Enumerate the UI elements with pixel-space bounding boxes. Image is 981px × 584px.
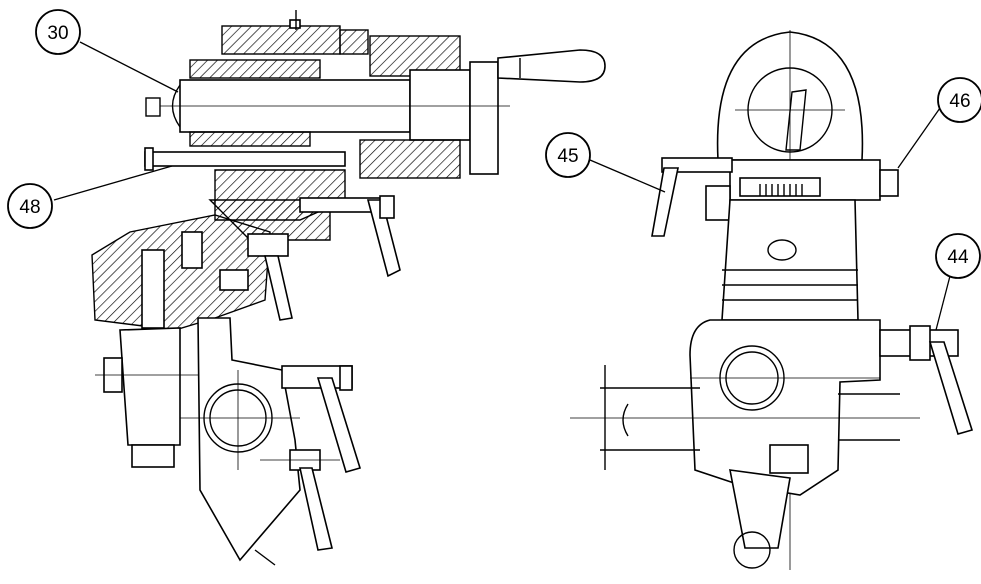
callout-44-label: 44 [947,247,969,268]
knob-46 [879,169,899,197]
callout-48-label: 48 [19,197,40,218]
lower-clamp [689,319,881,496]
scale-ticks [759,184,803,196]
top-housing [221,25,341,55]
central-body [721,199,859,321]
callout-30: 30 [35,9,179,93]
callout-45-label: 45 [557,146,578,167]
clamping-rod [144,151,346,167]
callout-48: 48 [7,165,173,229]
bottom-pin [733,531,771,569]
front-view [570,30,974,570]
arm-body [91,214,271,331]
lever-handle-top [497,49,606,83]
callout-44: 44 [935,233,981,331]
callout-46-label: 46 [949,91,970,112]
side-section-view [91,10,606,566]
callout-30-label: 30 [47,23,68,44]
callout-46: 46 [897,77,981,169]
callout-45: 45 [545,132,666,193]
pillar-clamp [197,317,301,562]
lever-44 [928,341,974,435]
